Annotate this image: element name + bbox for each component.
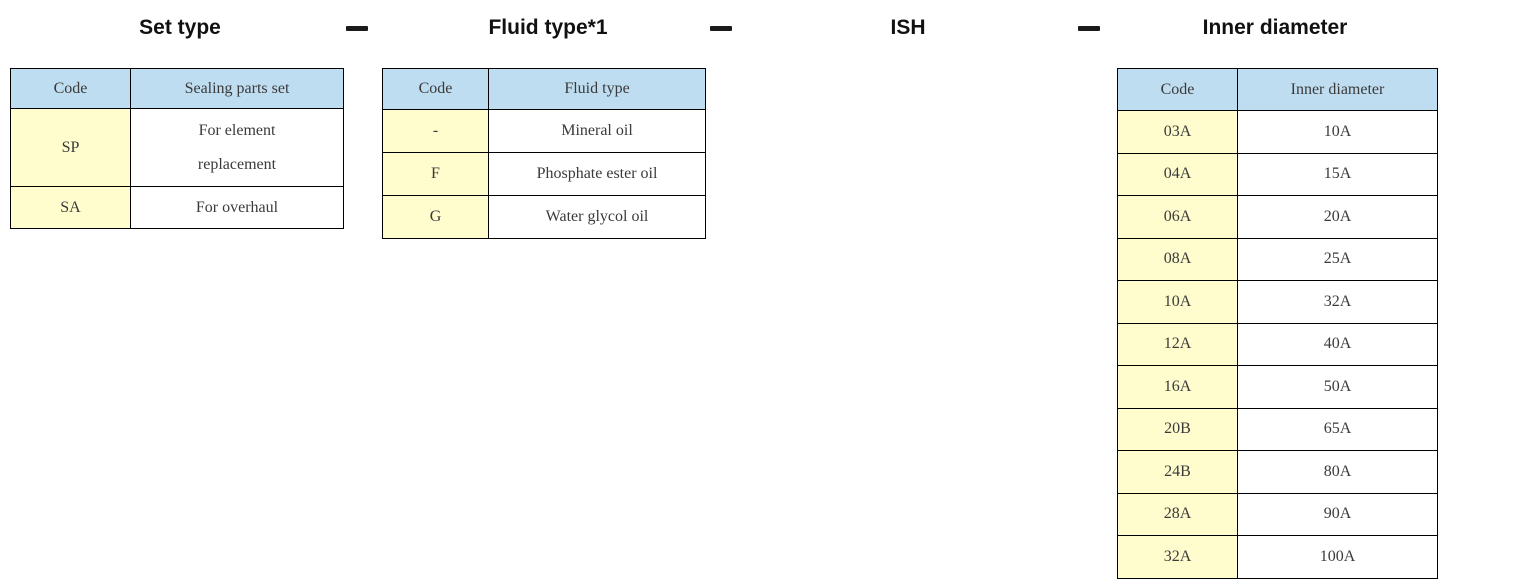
table-header-row: Code Sealing parts set [10,68,344,109]
value-cell: 25A [1237,237,1438,281]
value-cell: 20A [1237,195,1438,239]
code-cell: 20B [1117,407,1238,451]
table-row: 06A 20A [1117,195,1438,239]
table-row: - Mineral oil [382,109,706,153]
code-cell: SP [10,108,131,187]
value-cell: 50A [1237,365,1438,409]
column-header-code: Code [1117,68,1238,111]
code-cell: F [382,152,489,196]
table-row: 04A 15A [1117,152,1438,196]
table-row: 32A 100A [1117,535,1438,579]
column-header-sealing-parts-set: Sealing parts set [130,68,344,109]
value-cell: 100A [1237,535,1438,579]
table-header-row: Code Fluid type [382,68,706,110]
code-cell: - [382,109,489,153]
value-cell: 80A [1237,450,1438,494]
code-cell: 03A [1117,110,1238,154]
inner-diameter-table: Code Inner diameter 03A 10A 04A 15A 06A … [1117,68,1438,579]
column-header-code: Code [10,68,131,109]
table-row: 16A 50A [1117,365,1438,409]
value-cell: Phosphate ester oil [488,152,706,196]
separator-dash-icon [1078,26,1100,31]
table-row: F Phosphate ester oil [382,152,706,196]
table-header-row: Code Inner diameter [1117,68,1438,111]
table-row: 20B 65A [1117,407,1438,451]
value-text: For element replacement [197,121,277,173]
table-row: 24B 80A [1117,450,1438,494]
value-cell: 40A [1237,322,1438,366]
set-type-table: Code Sealing parts set SP For element re… [10,68,344,229]
table-row: SP For element replacement [10,108,344,187]
separator-dash-icon [346,26,368,31]
value-cell: 10A [1237,110,1438,154]
code-cell: SA [10,186,131,229]
code-cell: 06A [1117,195,1238,239]
segment-title-inner-diameter: Inner diameter [1202,16,1348,39]
table-row: 12A 40A [1117,322,1438,366]
code-cell: 12A [1117,322,1238,366]
fluid-type-table: Code Fluid type - Mineral oil F Phosphat… [382,68,706,239]
code-cell: 08A [1117,237,1238,281]
code-cell: 04A [1117,152,1238,196]
value-cell: 90A [1237,492,1438,536]
code-cell: 24B [1117,450,1238,494]
table-row: G Water glycol oil [382,195,706,239]
column-header-code: Code [382,68,489,110]
value-cell: Mineral oil [488,109,706,153]
code-cell: 16A [1117,365,1238,409]
code-cell: 32A [1117,535,1238,579]
value-cell: 32A [1237,280,1438,324]
segment-title-set-type: Set type [139,16,221,39]
value-cell: 15A [1237,152,1438,196]
code-cell: G [382,195,489,239]
separator-dash-icon [710,26,732,31]
table-row: 03A 10A [1117,110,1438,154]
column-header-inner-diameter: Inner diameter [1237,68,1438,111]
table-row: SA For overhaul [10,186,344,229]
value-cell: For element replacement [130,108,344,187]
value-cell: 65A [1237,407,1438,451]
table-row: 08A 25A [1117,237,1438,281]
table-row: 10A 32A [1117,280,1438,324]
code-cell: 10A [1117,280,1238,324]
table-row: 28A 90A [1117,492,1438,536]
code-cell: 28A [1117,492,1238,536]
column-header-fluid-type: Fluid type [488,68,706,110]
value-cell: For overhaul [130,186,344,229]
segment-title-fluid-type: Fluid type*1 [488,16,608,39]
segment-title-ish: ISH [890,16,926,39]
value-cell: Water glycol oil [488,195,706,239]
